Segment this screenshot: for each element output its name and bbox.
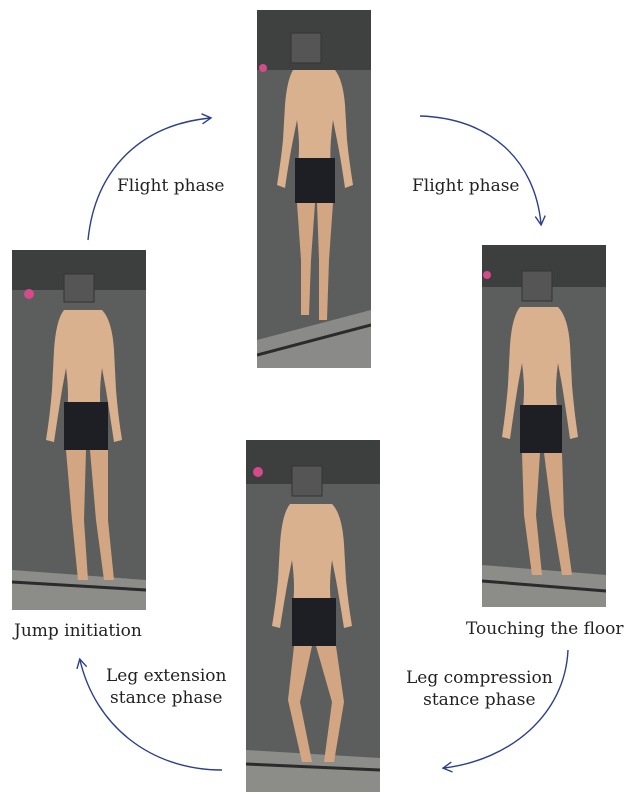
athlete-figure-touching-floor [482, 245, 606, 607]
label-leg-extension: Leg extension stance phase [106, 665, 226, 709]
label-leg-compression-line2: stance phase [406, 689, 553, 711]
label-leg-compression: Leg compression stance phase [406, 667, 553, 711]
athlete-figure-jump-initiation [12, 250, 146, 610]
athlete-figure-flight [257, 10, 371, 368]
photo-leg-stance [246, 440, 380, 792]
label-touching-floor: Touching the floor [466, 618, 624, 640]
photo-jump-initiation [12, 250, 146, 610]
label-leg-extension-line1: Leg extension [106, 665, 226, 687]
label-leg-compression-line1: Leg compression [406, 667, 553, 689]
arrow-flight-to-touch [420, 116, 541, 224]
photo-touching-floor [482, 245, 606, 607]
label-leg-extension-line2: stance phase [106, 687, 226, 709]
photo-flight-top [257, 10, 371, 368]
label-jump-initiation: Jump initiation [14, 620, 142, 642]
label-flight-phase-right: Flight phase [412, 175, 520, 197]
athlete-figure-stance [246, 440, 380, 792]
label-flight-phase-left: Flight phase [117, 175, 225, 197]
